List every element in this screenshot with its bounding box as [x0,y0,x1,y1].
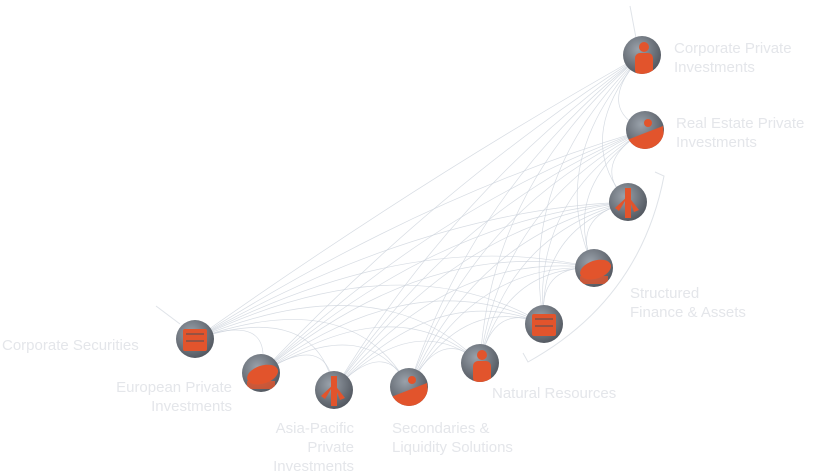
link-asia-pacific-private-investments-to-corporate-securities [194,326,335,391]
label-secondaries-liquidity-solutions: Secondaries &Liquidity Solutions [392,420,513,456]
node-real-estate-private-investments[interactable] [625,111,665,150]
node-unlabeled-node-1[interactable] [609,183,647,221]
group-meeting-icon [635,42,653,74]
left-guide-line [155,305,181,325]
link-natural-resources-to-corporate-securities [194,305,481,364]
node-corporate-private-investments[interactable] [623,36,661,75]
label-corporate-securities: Corporate Securities [2,337,139,354]
link-corporate-private-investments-to-unlabeled-node-1 [602,54,643,203]
link-unlabeled-node-1-to-european-private-investments [260,201,629,374]
node-asia-pacific-private-investments[interactable] [315,371,353,409]
link-unlabeled-node-1-to-asia-pacific-private-investments [333,201,629,391]
link-natural-resources-to-european-private-investments [260,326,481,374]
wind-turbine-icon [615,188,639,218]
link-corporate-private-investments-to-corporate-securities [194,54,643,340]
construction-worker-icon [626,119,664,149]
link-real-estate-private-investments-to-unlabeled-node-2 [542,129,646,325]
link-real-estate-private-investments-to-secondaries-liquidity-solutions [408,129,646,388]
link-corporate-private-investments-to-asia-pacific-private-investments [333,54,643,391]
link-structured-finance-assets-to-asia-pacific-private-investments [333,265,595,391]
label-natural-resources: Natural Resources [492,385,617,402]
node-european-private-investments[interactable] [242,354,281,392]
node-secondaries-liquidity-solutions[interactable] [389,368,429,407]
link-real-estate-private-investments-to-asia-pacific-private-investments [333,129,646,391]
aircraft-wing-icon [580,259,612,284]
node-natural-resources[interactable] [461,344,499,383]
link-corporate-private-investments-to-european-private-investments [260,54,643,374]
bracket-arc [522,171,665,363]
node-corporate-securities[interactable] [176,320,214,358]
machinery-part-icon [532,314,556,336]
link-unlabeled-node-2-to-european-private-investments [260,300,545,374]
connection-links [194,54,646,391]
shipping-containers-icon [321,376,345,406]
link-unlabeled-node-2-to-asia-pacific-private-investments [333,310,545,391]
node-unlabeled-node-2[interactable] [525,305,563,343]
arc-guides [155,5,665,363]
link-unlabeled-node-1-to-corporate-securities [194,201,629,340]
engineer-icon [247,364,279,389]
link-real-estate-private-investments-to-corporate-securities [194,129,646,340]
link-structured-finance-assets-to-european-private-investments [260,261,595,374]
link-unlabeled-node-1-to-natural-resources [479,201,629,364]
link-structured-finance-assets-to-secondaries-liquidity-solutions [408,267,595,388]
link-secondaries-liquidity-solutions-to-corporate-securities [194,319,410,388]
business-person-icon [183,329,207,351]
node-structured-finance-assets[interactable] [575,249,614,287]
node-group [176,36,665,409]
link-real-estate-private-investments-to-european-private-investments [260,129,646,374]
link-corporate-private-investments-to-secondaries-liquidity-solutions [408,54,643,388]
link-structured-finance-assets-to-corporate-securities [194,255,595,340]
link-unlabeled-node-2-to-corporate-securities [194,284,545,340]
industrial-valve-icon [390,376,428,406]
oil-rig-icon [473,350,491,382]
top-guide-line [629,5,637,39]
link-corporate-private-investments-to-natural-resources [479,54,643,364]
link-real-estate-private-investments-to-structured-finance-assets [583,129,646,269]
link-corporate-private-investments-to-structured-finance-assets [576,54,643,269]
